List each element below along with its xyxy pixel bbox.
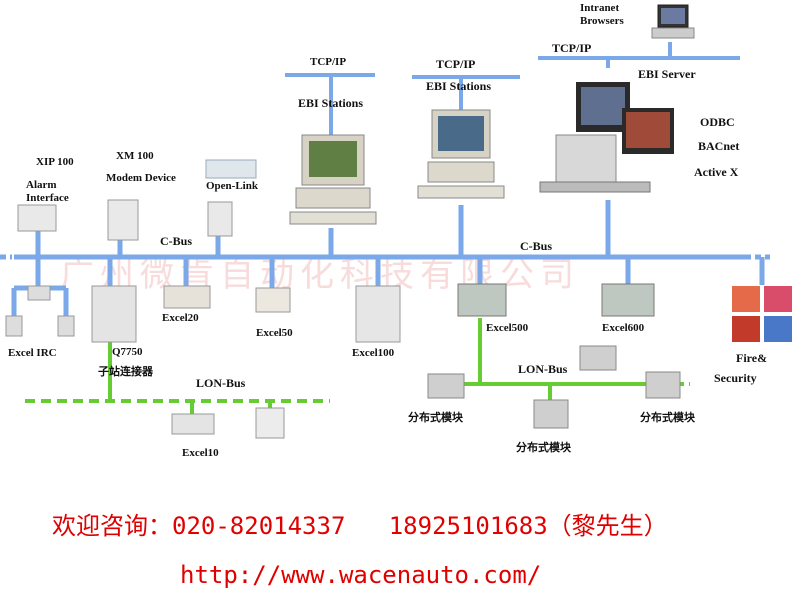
fire-label-line1: Fire& [736,351,767,365]
excel100-label: Excel100 [352,347,395,359]
excel10-device-right [255,407,285,439]
modem-device [107,199,139,241]
fire-security-icons [732,286,792,342]
tcpip-mid-label: TCP/IP [436,57,475,71]
excel500-device [457,283,507,317]
excel-irc-unit-right [57,315,75,337]
lonbus-left-label: LON-Bus [196,376,246,390]
module-1-label: 分布式模块 [408,410,464,424]
tcpip-left-label: TCP/IP [310,56,346,68]
intranet-label-line1: Intranet [580,2,619,14]
excel50-label: Excel50 [256,327,293,339]
distributed-module-3 [645,371,681,399]
excel20-device [163,285,211,309]
fire-label-line2: Security [714,371,757,385]
ebi-stations-mid-label: EBI Stations [426,79,491,93]
xip100-label: XIP 100 [36,156,74,168]
alarm-label-line2: Interface [26,192,69,204]
q7750-cn-label: 子站连接器 [98,364,154,378]
alarm-label-line1: Alarm [26,179,57,191]
excel20-label: Excel20 [162,312,199,324]
cbus-label-left: C-Bus [160,234,192,248]
excel-irc-label: Excel IRC [8,347,57,359]
modem-label: Modem Device [106,172,176,184]
alarm-interface-device [17,204,57,232]
intranet-label-line2: Browsers [580,15,625,27]
excel10-label: Excel10 [182,447,219,459]
excel-irc-unit-left [5,315,23,337]
ebi-stations-left-label: EBI Stations [298,96,363,110]
open-link-rack [205,159,257,179]
consult-contact-text: 欢迎咨询：020-82014337 18925101683（黎先生） [52,512,668,540]
excel600-label: Excel600 [602,322,645,334]
ebi-server-label: EBI Server [638,67,696,81]
xm100-label: XM 100 [116,150,154,162]
website-url-link[interactable]: http://www.wacenauto.com/ [180,561,542,589]
distributed-module-2 [533,399,569,429]
odbc-label: ODBC [700,115,735,129]
excel50-device [255,287,291,313]
excel-irc-hub [27,285,51,301]
module-3-label: 分布式模块 [640,410,696,424]
tcpip-server-label: TCP/IP [552,41,591,55]
lonbus-right-label: LON-Bus [518,362,568,376]
excel100-device [355,285,401,343]
distributed-module-1 [427,373,465,399]
open-link-device [207,201,233,237]
intranet-browser-pc [651,4,695,39]
activex-label: Active X [694,165,739,179]
ebi-station-left [289,134,377,225]
ebi-server-computer [539,82,674,193]
q7750-label: Q7750 [112,346,143,358]
bacnet-label: BACnet [698,139,739,153]
excel600-device [601,283,655,317]
openlink-label: Open-Link [206,180,259,192]
excel500-label: Excel500 [486,322,529,334]
tcpip-networks [285,42,740,140]
q7750-device [91,285,137,343]
c-bus [0,200,770,318]
excel10-device-left [171,413,215,435]
distributed-module-4 [579,345,617,371]
ebi-station-mid [417,109,505,199]
module-2-label: 分布式模块 [516,440,572,454]
cbus-label-right: C-Bus [520,239,552,253]
